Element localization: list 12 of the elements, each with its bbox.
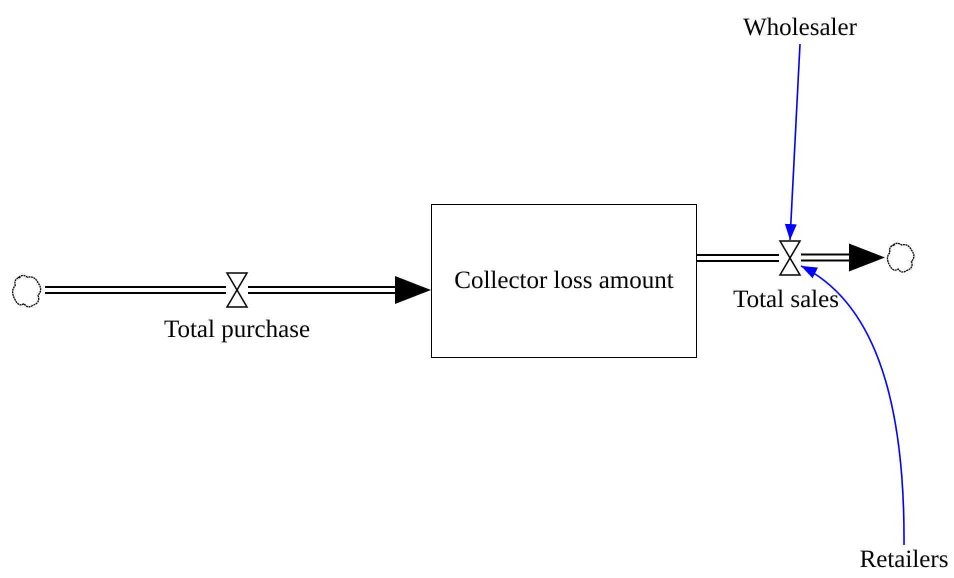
flow-label: Total sales	[733, 286, 839, 314]
flow-pipe	[801, 244, 885, 272]
stock-box	[431, 204, 697, 358]
link-arrow	[784, 44, 801, 240]
flow-pipe	[248, 276, 431, 304]
stock-label: Collector loss amount	[454, 267, 674, 295]
flow-label: Total purchase	[164, 316, 310, 344]
variable-label: Retailers	[860, 546, 948, 574]
variable-label: Wholesaler	[743, 14, 857, 42]
link-arrow	[800, 265, 905, 546]
flow-pipe	[697, 254, 779, 262]
flow-pipe	[45, 286, 226, 294]
